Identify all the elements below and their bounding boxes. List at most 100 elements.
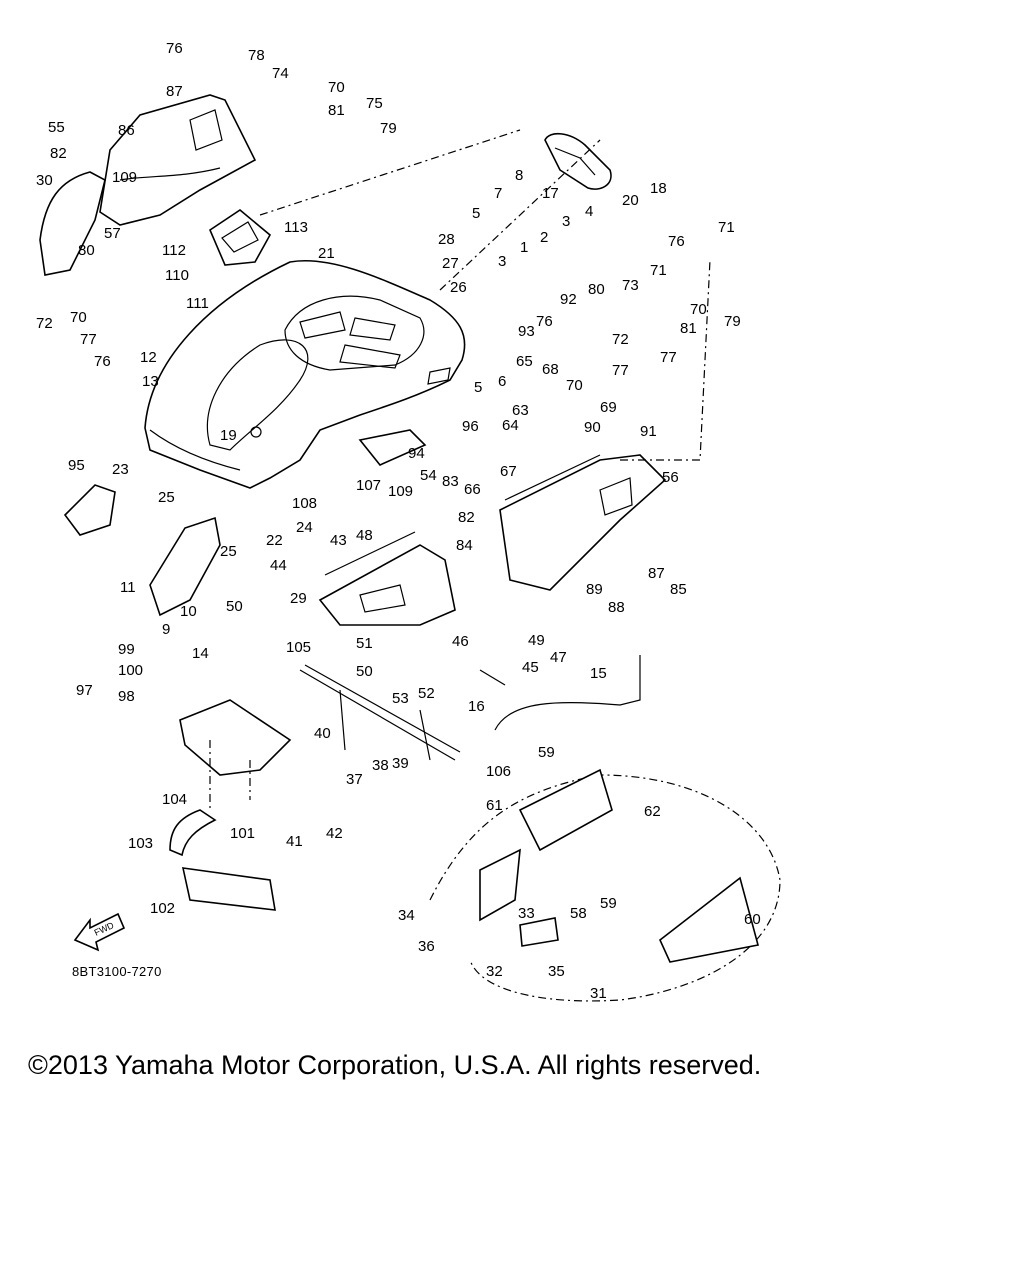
part-callout-c28: 28 (438, 231, 455, 248)
part-callout-c3a: 3 (562, 213, 570, 230)
part-callout-c50b: 50 (356, 663, 373, 680)
part-callout-c48: 48 (356, 527, 373, 544)
part-callout-c9: 9 (162, 621, 170, 638)
part-callout-c82a: 82 (50, 145, 67, 162)
part-callout-c108: 108 (292, 495, 317, 512)
part-callout-c76d: 76 (668, 233, 685, 250)
part-callout-c109b: 109 (388, 483, 413, 500)
part-callout-c90: 90 (584, 419, 601, 436)
hull-interior (429, 768, 781, 1002)
part-callout-c104: 104 (162, 791, 187, 808)
part-callout-c59a: 59 (538, 744, 555, 761)
exploded-parts-diagram: FWD 767874708175798786558230109578072707… (36, 40, 781, 1002)
part-callout-c77c: 77 (660, 349, 677, 366)
part-callout-c27: 27 (442, 255, 459, 272)
part-callout-c1: 1 (520, 239, 528, 256)
part-callout-c80b: 80 (588, 281, 605, 298)
part-callout-c79b: 79 (724, 313, 741, 330)
part-callout-c100: 100 (118, 662, 143, 679)
part-callout-c83: 83 (442, 473, 459, 490)
part-callout-c3b: 3 (498, 253, 506, 270)
part-callout-c11: 11 (120, 579, 136, 596)
console (318, 531, 456, 626)
part-callout-c99: 99 (118, 641, 135, 658)
part-callout-c18: 18 (650, 180, 667, 197)
part-callout-c63: 63 (512, 402, 529, 419)
part-callout-c36: 36 (418, 938, 435, 955)
part-callout-c81a: 81 (328, 102, 345, 119)
part-callout-c101: 101 (230, 825, 255, 842)
part-callout-c43: 43 (330, 532, 347, 549)
part-callout-c77b: 77 (612, 362, 629, 379)
fwd-arrow-icon: FWD (73, 912, 126, 952)
part-callout-c70b: 70 (70, 309, 87, 326)
part-callout-c85: 85 (670, 581, 687, 598)
frame (299, 664, 461, 761)
part-callout-c2: 2 (540, 229, 548, 246)
part-callout-c70a: 70 (328, 79, 345, 96)
part-callout-c89: 89 (586, 581, 603, 598)
part-callout-c66: 66 (464, 481, 481, 498)
part-callout-c80a: 80 (78, 242, 95, 259)
part-callout-c13: 13 (142, 373, 159, 390)
part-callout-c39: 39 (392, 755, 409, 772)
part-callout-c21: 21 (318, 245, 335, 262)
part-callout-c26: 26 (450, 279, 467, 296)
part-callout-c74: 74 (272, 65, 289, 82)
part-callout-c98: 98 (118, 688, 135, 705)
part-callout-c79a: 79 (380, 120, 397, 137)
part-callout-c58: 58 (570, 905, 587, 922)
part-callout-c25b: 25 (220, 543, 237, 560)
part-callout-c75: 75 (366, 95, 383, 112)
part-callout-c4: 4 (585, 203, 593, 220)
part-callout-c38: 38 (372, 757, 389, 774)
part-callout-c62: 62 (644, 803, 661, 820)
part-callout-c52: 52 (418, 685, 435, 702)
part-callout-c92: 92 (560, 291, 577, 308)
part-callout-c56: 56 (662, 469, 679, 486)
part-callout-c91: 91 (640, 423, 657, 440)
part-callout-c15: 15 (590, 665, 607, 682)
part-callout-c60: 60 (744, 911, 761, 928)
part-callout-c73: 73 (622, 277, 639, 294)
part-callout-c76c: 76 (536, 313, 553, 330)
part-callout-c65: 65 (516, 353, 533, 370)
part-callout-c19: 19 (220, 427, 237, 444)
part-callout-c54: 54 (420, 467, 437, 484)
copyright-notice: ©2013 Yamaha Motor Corporation, U.S.A. A… (28, 1050, 762, 1080)
part-callout-c35: 35 (548, 963, 565, 980)
part-callout-c10: 10 (180, 603, 197, 620)
part-callout-c42: 42 (326, 825, 343, 842)
part-callout-c94: 94 (408, 445, 425, 462)
drawing-code: 8BT3100-7270 (72, 964, 162, 979)
part-callout-c103: 103 (128, 835, 153, 852)
part-callout-c69: 69 (600, 399, 617, 416)
part-callout-c78: 78 (248, 47, 265, 64)
part-callout-c64: 64 (502, 417, 519, 434)
part-callout-c16: 16 (468, 698, 485, 715)
part-callout-c20: 20 (622, 192, 639, 209)
part-callout-c81b: 81 (680, 320, 697, 337)
part-callout-c46: 46 (452, 633, 469, 650)
part-callout-c70d: 70 (566, 377, 583, 394)
part-callout-c86: 86 (118, 122, 135, 139)
part-callout-c107: 107 (356, 477, 381, 494)
part-callout-c76b: 76 (94, 353, 111, 370)
part-callout-c29: 29 (290, 590, 307, 607)
part-callout-c22: 22 (266, 532, 283, 549)
footrest (63, 429, 427, 536)
part-callout-c105: 105 (286, 639, 311, 656)
part-callout-c67: 67 (500, 463, 517, 480)
part-callout-c57: 57 (104, 225, 121, 242)
part-callout-c72b: 72 (612, 331, 629, 348)
part-callout-c40: 40 (314, 725, 331, 742)
part-callout-c96: 96 (462, 418, 479, 435)
part-callout-c71b: 71 (650, 262, 667, 279)
hood-assembly (144, 259, 466, 489)
air-duct (209, 209, 272, 266)
part-callout-c23: 23 (112, 461, 129, 478)
part-callout-c30: 30 (36, 172, 53, 189)
part-callout-c24: 24 (296, 519, 313, 536)
